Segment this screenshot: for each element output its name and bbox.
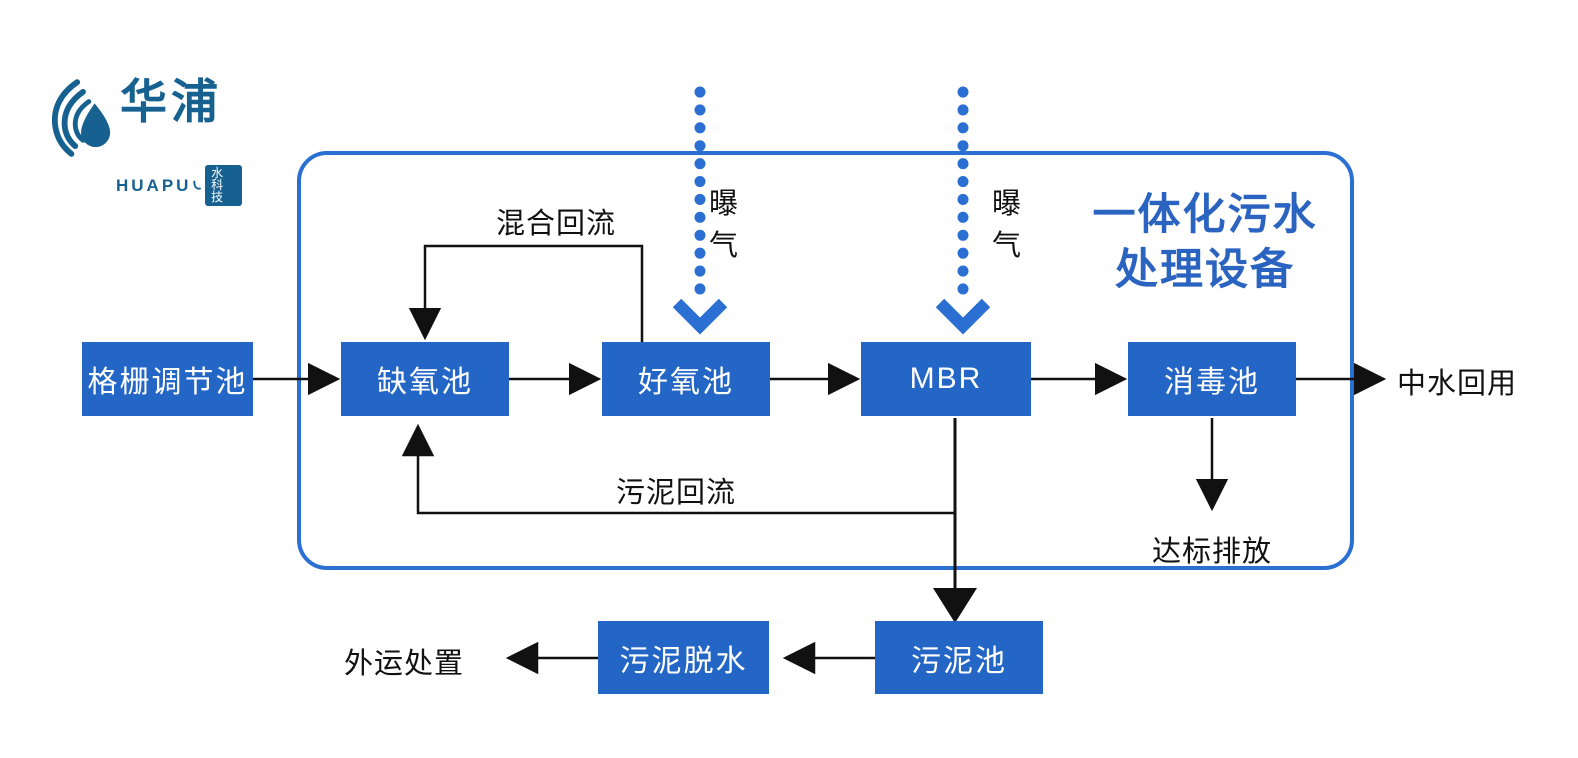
- diagram-title-line1: 一体化污水: [1092, 192, 1318, 239]
- node-disinfection-tank: 消毒池: [1128, 342, 1296, 416]
- label-mixed-reflux: 混合回流: [495, 208, 616, 240]
- label-standard-discharge: 达标排放: [1152, 536, 1273, 568]
- logo-tagline-badge: 水科技: [205, 165, 242, 206]
- label-reclaimed-water: 中水回用: [1397, 368, 1518, 400]
- node-aerobic-tank: 好氧池: [602, 342, 770, 416]
- node-sludge-dewatering: 污泥脱水: [598, 621, 769, 694]
- node-grid-adjust-tank: 格栅调节池: [82, 342, 253, 416]
- logo-latin: HUAPU: [116, 176, 192, 195]
- drop-hook-icon: [193, 180, 202, 190]
- label-sludge-return: 污泥回流: [616, 477, 737, 509]
- label-aeration-mbr: 曝气: [992, 188, 1023, 263]
- company-logo: 华浦 HUAPU 水科技: [52, 78, 242, 206]
- aeration-arrow-aerobic: [672, 86, 728, 335]
- logo-name: 华浦: [120, 75, 222, 128]
- equipment-enclosure-outline: [297, 151, 1354, 570]
- arrow-mixed-reflux: [408, 244, 644, 342]
- arrow-sludge-return: [401, 423, 955, 515]
- diagram-title: 一体化污水 处理设备: [1080, 188, 1330, 298]
- node-mbr: MBR: [861, 342, 1031, 416]
- label-offsite-disposal: 外运处置: [344, 648, 465, 680]
- diagram-title-line2: 处理设备: [1115, 247, 1295, 295]
- label-aeration-aerobic: 曝气: [709, 188, 740, 263]
- aeration-arrow-mbr: [935, 86, 991, 335]
- arrow-mbr-to-sludge-head: [933, 588, 977, 623]
- water-drop-icon: [52, 79, 111, 157]
- node-sludge-tank: 污泥池: [875, 621, 1043, 694]
- node-anoxic-tank: 缺氧池: [341, 342, 509, 416]
